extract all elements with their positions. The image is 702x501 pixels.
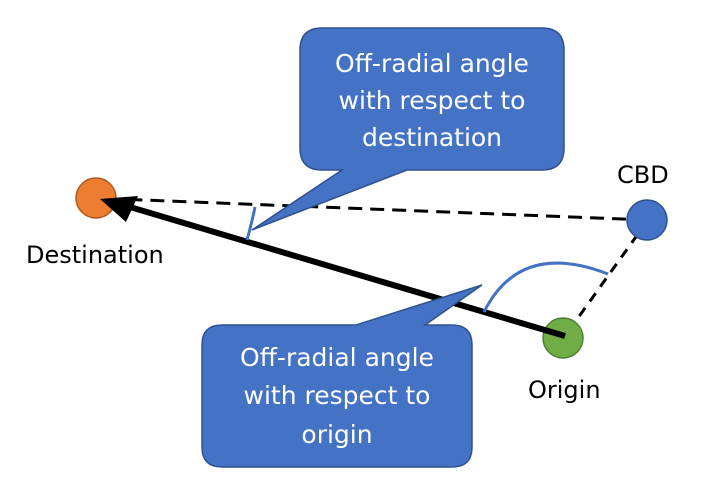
destination-node — [75, 177, 117, 219]
destination-angle-callout — [251, 27, 565, 231]
destination-callout-line-2: with respect to — [339, 86, 526, 115]
origin-callout-line-1: Off-radial angle — [240, 343, 434, 372]
cbd-origin-dashed-line — [563, 219, 650, 337]
destination-callout-line-3: destination — [362, 123, 502, 152]
origin-angle-arc — [482, 261, 609, 313]
destination-label: Destination — [26, 241, 164, 269]
cbd-label: CBD — [617, 161, 669, 189]
destination-angle-arc — [245, 206, 257, 241]
arrowhead-icon — [100, 196, 138, 222]
origin-callout-line-3: origin — [301, 420, 372, 449]
trip-arrow — [129, 204, 566, 339]
cbd-node — [626, 199, 668, 241]
origin-callout-line-2: with respect to — [244, 381, 431, 410]
cbd-destination-dashed-line — [117, 197, 649, 222]
destination-callout-line-1: Off-radial angle — [335, 49, 529, 78]
origin-angle-callout — [201, 284, 483, 468]
origin-label: Origin — [528, 376, 601, 404]
